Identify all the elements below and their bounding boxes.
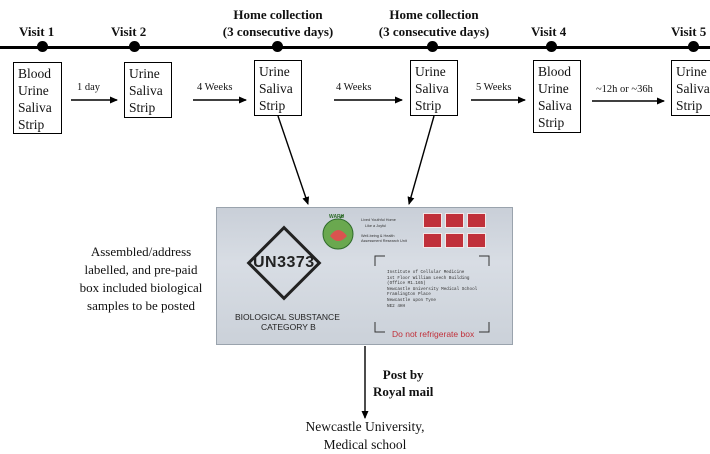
timeline-dot-3 [272, 41, 283, 52]
sample-saliva: Saliva [129, 83, 163, 98]
address-line-1: Institute of Cellular Medicine [387, 270, 465, 275]
destination-label: Newcastle University, Medical school [290, 418, 440, 454]
sample-saliva: Saliva [538, 98, 572, 113]
timeline-dot-4 [427, 41, 438, 52]
visit-4-label: Visit 4 [531, 24, 567, 39]
address-line-4: Newcastle University Medical School [387, 286, 478, 292]
sample-urine: Urine [415, 64, 446, 79]
sample-blood: Blood [18, 66, 52, 81]
address-frame [374, 255, 490, 333]
interval-label-2: 4 Weeks [197, 82, 233, 93]
package-note-line-4: samples to be posted [87, 298, 195, 313]
org-line-3: Well-being & Health [361, 234, 395, 238]
stamp-icon [467, 233, 486, 248]
destination-line-2: Medical school [323, 437, 407, 452]
home-collection-2-title: Home collection [389, 7, 479, 22]
package-note-line-1: Assembled/address [90, 244, 192, 259]
sample-strip: Strip [18, 117, 45, 132]
refrigerate-warning: Do not refrigerate box [392, 329, 475, 339]
home-collection-1-to-box-arrow [277, 115, 310, 205]
home-collection-2-samples-box: Urine Saliva Strip [410, 60, 458, 116]
stamp-icon [423, 213, 442, 228]
sample-strip: Strip [259, 98, 286, 113]
timeline-line [0, 46, 710, 49]
address-line-3: (Office M1.165) [387, 281, 426, 287]
sample-urine: Urine [129, 66, 160, 81]
waru-logo-icon [322, 214, 354, 250]
home-collection-2-to-box-arrow [407, 115, 435, 205]
interval-label-5: ~12h or ~36h [596, 84, 653, 95]
home-collection-1-subtitle: (3 consecutive days) [222, 24, 334, 39]
stamp-icon [467, 213, 486, 228]
sample-saliva: Saliva [676, 81, 710, 96]
package-note: Assembled/address labelled, and pre-paid… [66, 243, 216, 315]
sample-strip: Strip [538, 115, 565, 130]
stamp-block [423, 213, 489, 253]
org-line-1: Lived Youthful Home [361, 218, 396, 222]
interval-label-4: 5 Weeks [476, 82, 512, 93]
un-code: UN3373 [253, 254, 315, 271]
stamp-icon [423, 233, 442, 248]
sample-saliva: Saliva [259, 81, 293, 96]
visit-2-label: Visit 2 [111, 24, 147, 39]
sample-strip: Strip [676, 98, 703, 113]
sample-strip: Strip [129, 100, 156, 115]
home-collection-2-subtitle: (3 consecutive days) [378, 24, 490, 39]
timeline-dot-2 [129, 41, 140, 52]
address-line-7: NE2 4HH [387, 303, 406, 309]
sample-urine: Urine [259, 64, 290, 79]
stamp-icon [445, 233, 464, 248]
timeline-dot-1 [37, 41, 48, 52]
sample-urine: Urine [538, 81, 569, 96]
visit-5-samples-box: Urine Saliva Strip [671, 60, 710, 116]
sample-blood: Blood [538, 64, 572, 79]
address-line-2: 1st Floor William Leech Building [387, 275, 470, 281]
home-collection-1-label: Home collection (3 consecutive days) [212, 6, 344, 40]
destination-line-1: Newcastle University, [305, 419, 425, 434]
package-note-line-3: box included biological [79, 280, 203, 295]
visit-4-samples-box: Blood Urine Saliva Strip [533, 60, 581, 133]
timeline-dot-5 [546, 41, 557, 52]
address-line-6: Newcastle upon Tyne [387, 297, 436, 303]
org-line-2: Like a Joyful [365, 224, 387, 228]
sample-strip: Strip [415, 98, 442, 113]
home-collection-1-title: Home collection [233, 7, 323, 22]
interval-label-1: 1 day [77, 82, 101, 93]
address-line-5: Framlington Place [387, 292, 431, 298]
visit-2-samples-box: Urine Saliva Strip [124, 62, 172, 118]
sample-box-envelope: UN3373 BIOLOGICAL SUBSTANCE CATEGORY B W… [216, 207, 513, 345]
post-label-line-2: Royal mail [373, 384, 434, 399]
stamp-icon [445, 213, 464, 228]
address-block: Institute of Cellular Medicine 1st Floor… [387, 270, 477, 309]
post-label-line-1: Post by [382, 367, 424, 382]
waru-logo-text: WARU [329, 214, 345, 220]
un3373-diamond-icon [246, 225, 322, 301]
interval-label-3: 4 Weeks [336, 82, 372, 93]
sample-urine: Urine [676, 64, 707, 79]
substance-line-1: BIOLOGICAL SUBSTANCE [235, 312, 340, 322]
home-collection-1-samples-box: Urine Saliva Strip [254, 60, 302, 116]
visit-5-label: Visit 5 [671, 24, 707, 39]
org-line-4: Assessment Research Unit [361, 239, 407, 243]
substance-line-2: CATEGORY B [261, 322, 316, 332]
timeline-dot-6 [688, 41, 699, 52]
sample-saliva: Saliva [18, 100, 52, 115]
visit-1-samples-box: Blood Urine Saliva Strip [13, 62, 62, 134]
home-collection-2-label: Home collection (3 consecutive days) [368, 6, 500, 40]
package-note-line-2: labelled, and pre-paid [84, 262, 198, 277]
post-label: Post by Royal mail [373, 366, 433, 400]
sample-urine: Urine [18, 83, 49, 98]
visit-1-label: Visit 1 [19, 24, 55, 39]
sample-saliva: Saliva [415, 81, 449, 96]
